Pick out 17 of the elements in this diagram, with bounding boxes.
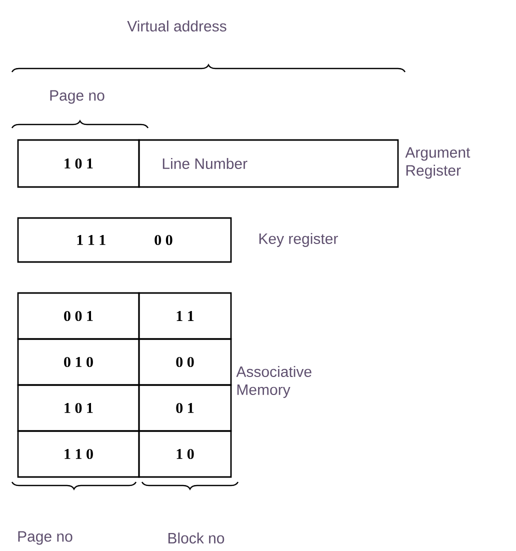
memory-cell: 1 1 0 [17, 430, 140, 478]
column-label: Block no [168, 532, 224, 544]
register-label: Key register [259, 233, 338, 247]
memory-label: Associative Memory [236, 366, 312, 398]
memory-cell: 1 0 1 [17, 384, 140, 432]
column-label: Page no [18, 531, 72, 545]
label-text: Virtual address [127, 20, 226, 32]
memory-cell: 1 0 [138, 430, 232, 478]
memory-cell: 0 0 [138, 338, 232, 386]
memory-cell: 0 0 1 [17, 292, 140, 340]
register-cell: Line Number [138, 139, 399, 188]
memory-cell: 0 1 0 [17, 338, 140, 386]
memory-cell: 1 1 [138, 292, 232, 340]
label-text: Page no [50, 90, 104, 104]
memory-cell: 0 1 [138, 384, 232, 432]
register-cell: 1 1 1 0 0 [17, 217, 232, 263]
register-cell: 1 0 1 [17, 139, 140, 188]
